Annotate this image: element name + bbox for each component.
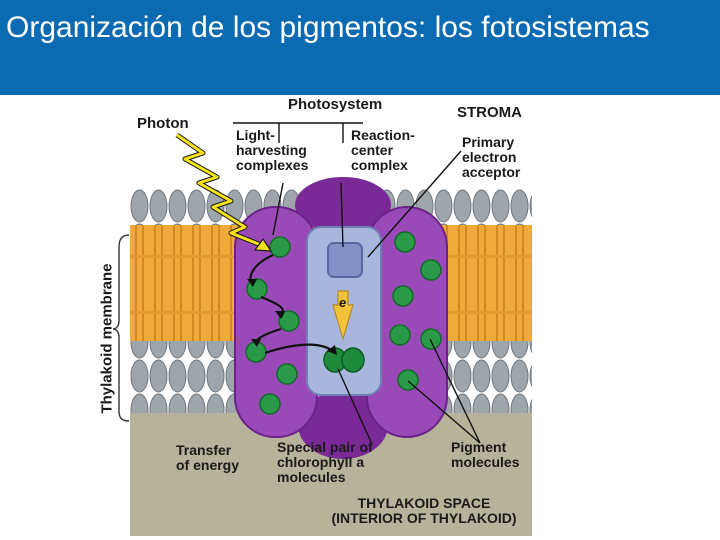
- label-primary-acceptor: Primary electron acceptor: [462, 135, 552, 180]
- primary-electron-acceptor: [328, 243, 362, 277]
- label-special-pair: Special pair of chlorophyll a molecules: [277, 440, 412, 485]
- label-photosystem: Photosystem: [288, 97, 382, 112]
- label-thylakoid-membrane: Thylakoid membrane: [100, 239, 115, 439]
- label-light-harvesting: Light- harvesting complexes: [236, 128, 336, 173]
- title-bar: Organización de los pigmentos: los fotos…: [0, 0, 720, 95]
- label-reaction-center: Reaction- center complex: [351, 128, 451, 173]
- label-electron: e: [339, 295, 346, 310]
- label-photon: Photon: [137, 116, 189, 131]
- label-transfer-of-energy: Transfer of energy: [176, 443, 276, 473]
- label-stroma: STROMA: [457, 105, 522, 120]
- slide-title: Organización de los pigmentos: los fotos…: [6, 8, 706, 48]
- label-thylakoid-space: THYLAKOID SPACE (INTERIOR OF THYLAKOID): [309, 496, 539, 526]
- photosystem-diagram: Photosystem STROMA Photon Light- harvest…: [85, 95, 540, 540]
- photosystem-complex: [235, 177, 447, 459]
- label-pigment-molecules: Pigment molecules: [451, 440, 541, 470]
